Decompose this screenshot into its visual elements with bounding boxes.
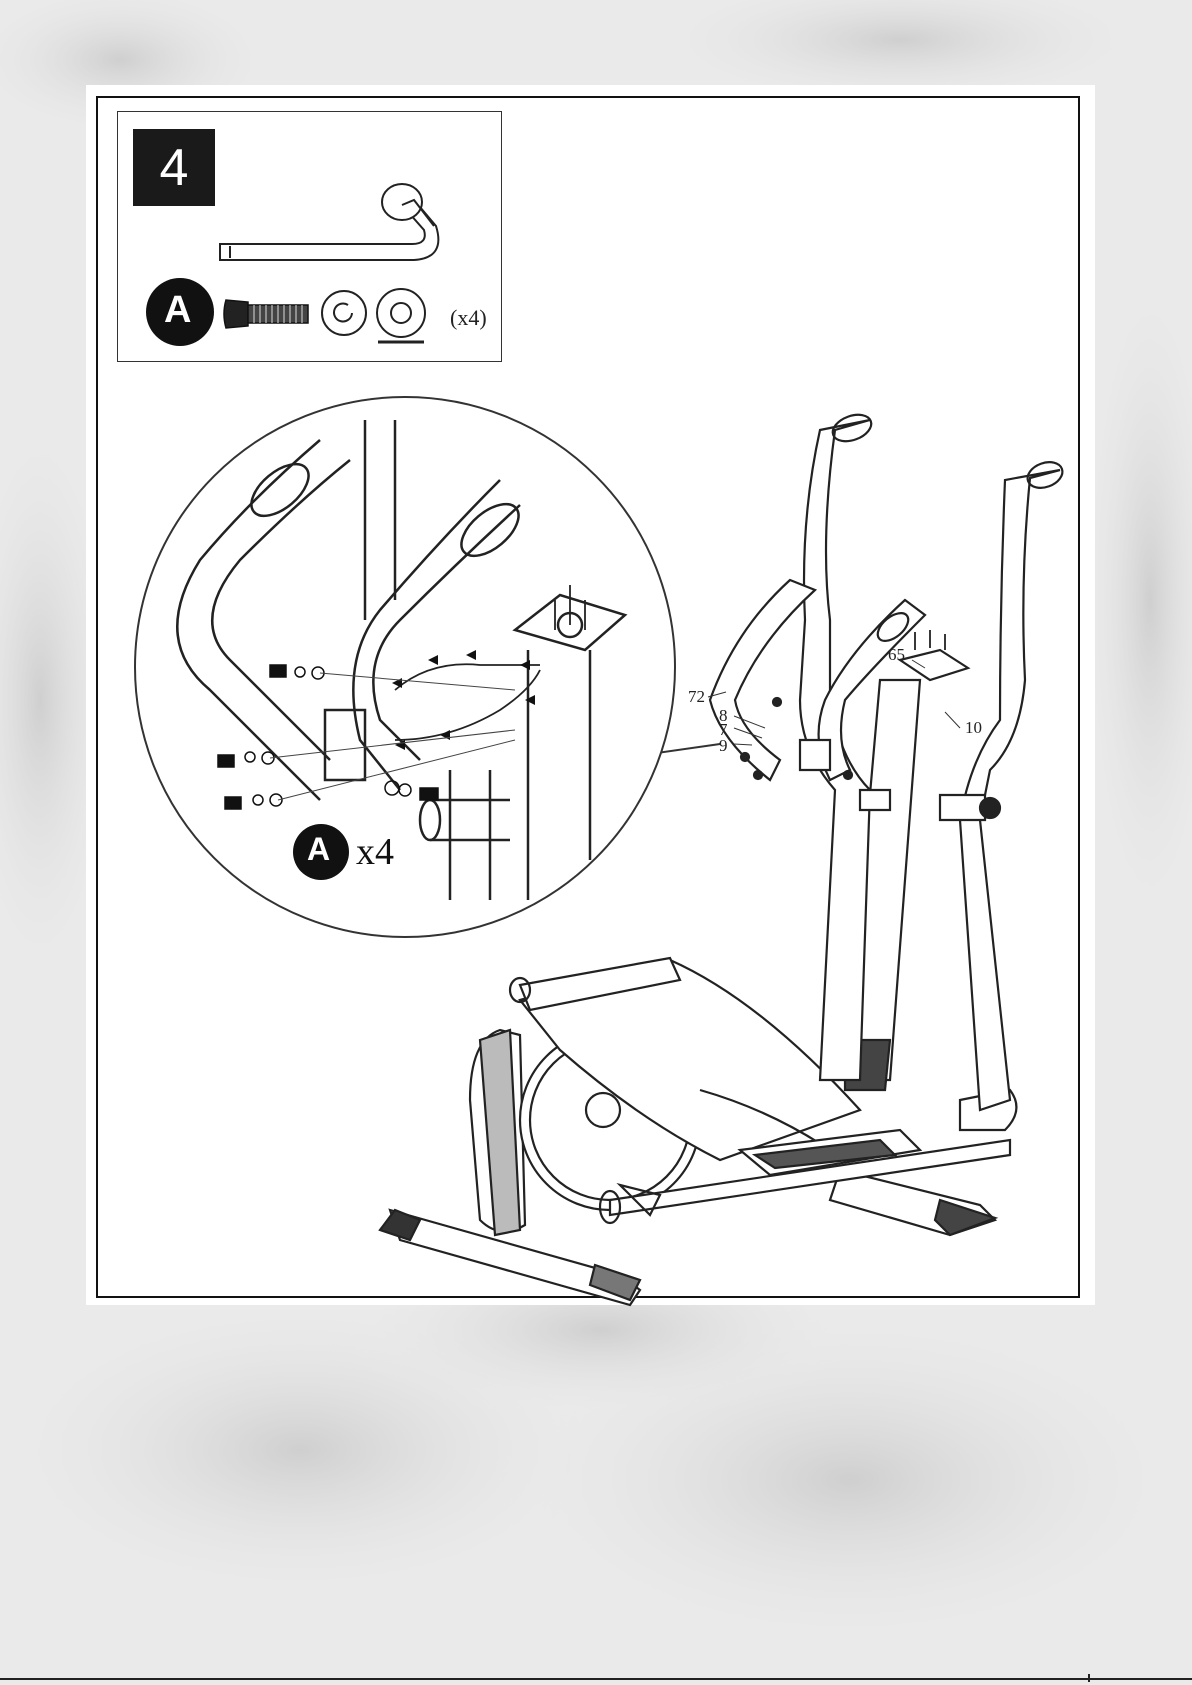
zoom-quantity-label: x4 xyxy=(356,830,394,874)
callout-10: 10 xyxy=(965,718,982,738)
callout-72: 72 xyxy=(688,687,705,707)
bolt-icon xyxy=(224,300,308,328)
callout-9: 9 xyxy=(719,736,728,756)
zoom-detail-circle xyxy=(135,397,720,937)
page-bottom-rule xyxy=(0,1678,1192,1680)
spring-washer-icon xyxy=(322,291,366,335)
allen-key-icon xyxy=(220,184,438,260)
hardware-part-letter: A xyxy=(164,289,191,332)
zoom-part-letter: A xyxy=(307,831,330,868)
callout-65: 65 xyxy=(888,645,905,665)
hardware-quantity-label: (x4) xyxy=(450,305,487,331)
page-bottom-tick xyxy=(1088,1674,1090,1682)
flat-washer-icon xyxy=(377,289,425,342)
